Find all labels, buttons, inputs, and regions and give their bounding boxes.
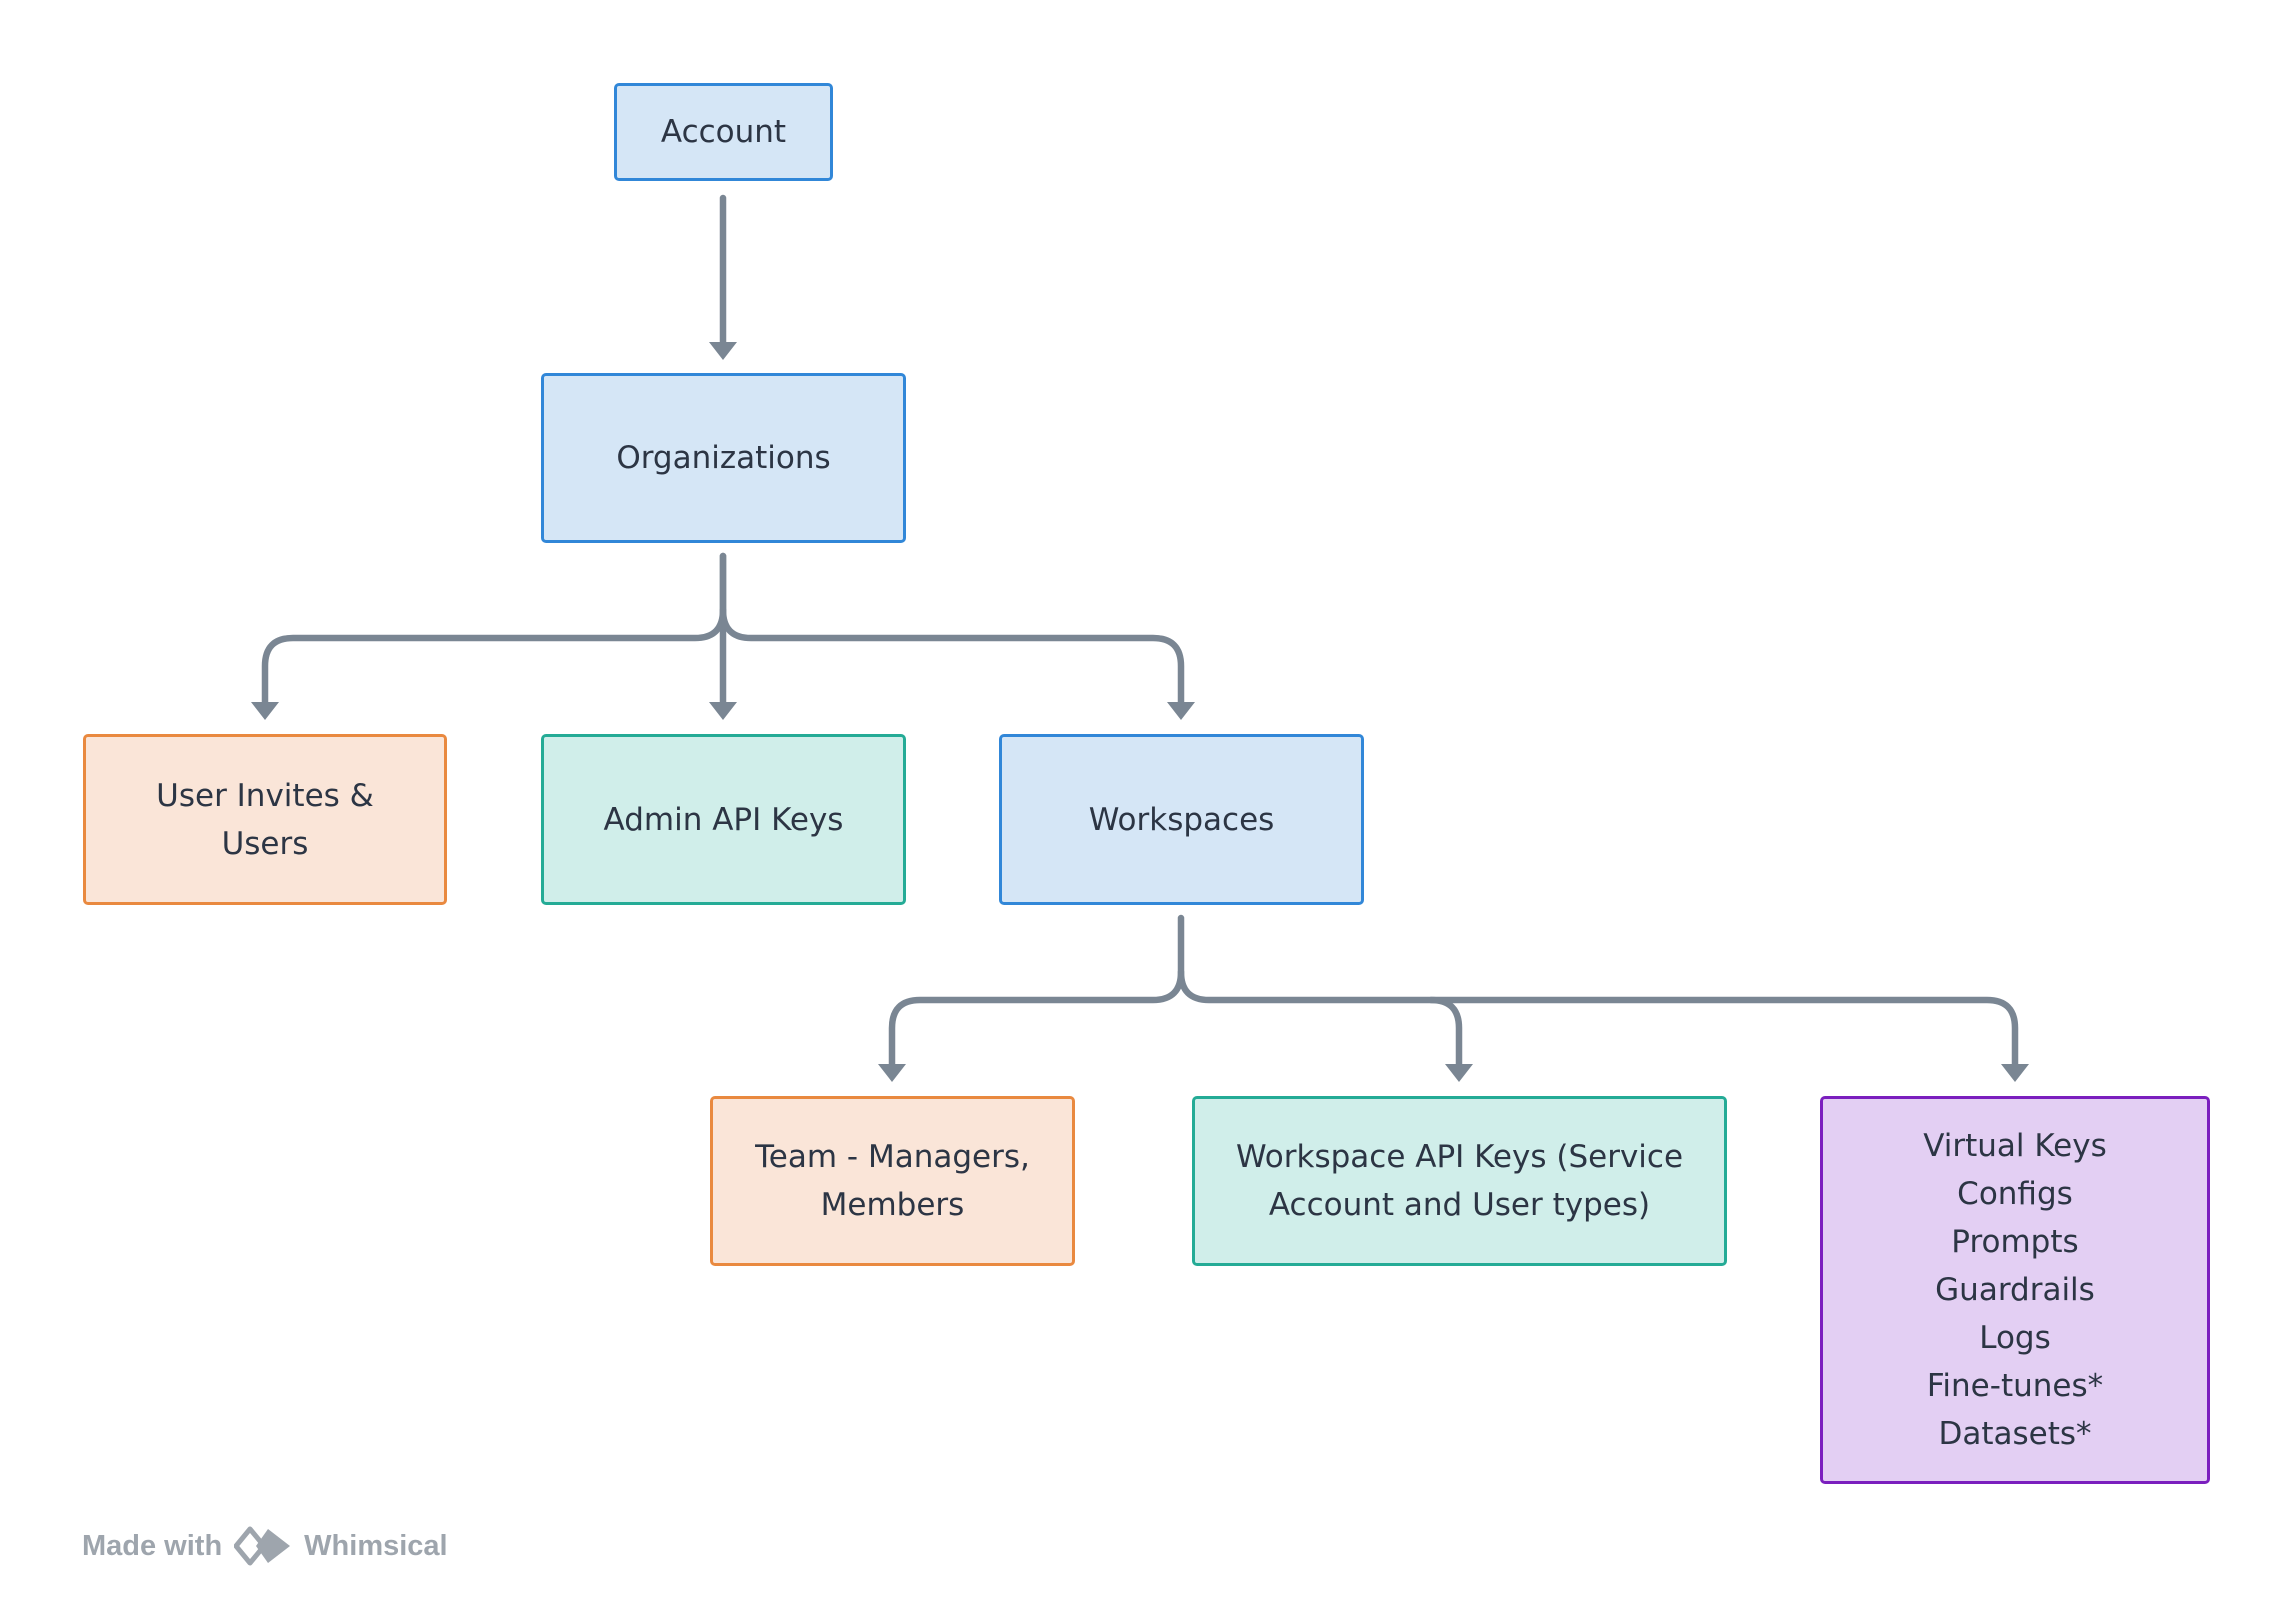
- whimsical-logo-icon: [234, 1525, 292, 1567]
- edge-organizations-user-invites: [251, 552, 727, 720]
- node-label: Admin API Keys: [603, 801, 844, 838]
- node-workspace-api-keys[interactable]: Workspace API Keys (Service Account and …: [1192, 1096, 1727, 1266]
- watermark-prefix: Made with: [82, 1529, 223, 1562]
- node-label: Workspace API Keys (Service Account and …: [1235, 1139, 1684, 1223]
- watermark-brand: Whimsical: [304, 1529, 448, 1562]
- node-label: Account: [660, 114, 787, 150]
- made-with-whimsical-badge[interactable]: Made with Whimsical: [82, 1522, 448, 1570]
- node-label: Organizations: [616, 440, 831, 476]
- node-workspaces[interactable]: Workspaces: [999, 734, 1364, 905]
- node-admin-api-keys[interactable]: Admin API Keys: [541, 734, 906, 905]
- edge-organizations-admin-api-keys: [709, 552, 737, 720]
- node-account[interactable]: Account: [614, 83, 833, 181]
- edge-workspaces-workspace-api-keys: [1177, 968, 1473, 1082]
- node-label: User Invites & Users: [156, 777, 374, 862]
- node-label: Virtual Keys Configs Prompts Guardrails …: [1923, 1128, 2107, 1452]
- edge-organizations-workspaces: [719, 606, 1195, 720]
- node-label: Workspaces: [1088, 801, 1275, 838]
- node-label: Team - Managers, Members: [755, 1139, 1030, 1223]
- node-organizations[interactable]: Organizations: [541, 373, 906, 543]
- node-team[interactable]: Team - Managers, Members: [710, 1096, 1075, 1266]
- edge-workspaces-resources: [1427, 996, 2029, 1082]
- edge-workspaces-team: [878, 914, 1185, 1082]
- edge-account-organizations: [709, 194, 737, 360]
- node-workspace-resources[interactable]: Virtual Keys Configs Prompts Guardrails …: [1820, 1096, 2210, 1484]
- node-user-invites-users[interactable]: User Invites & Users: [83, 734, 447, 905]
